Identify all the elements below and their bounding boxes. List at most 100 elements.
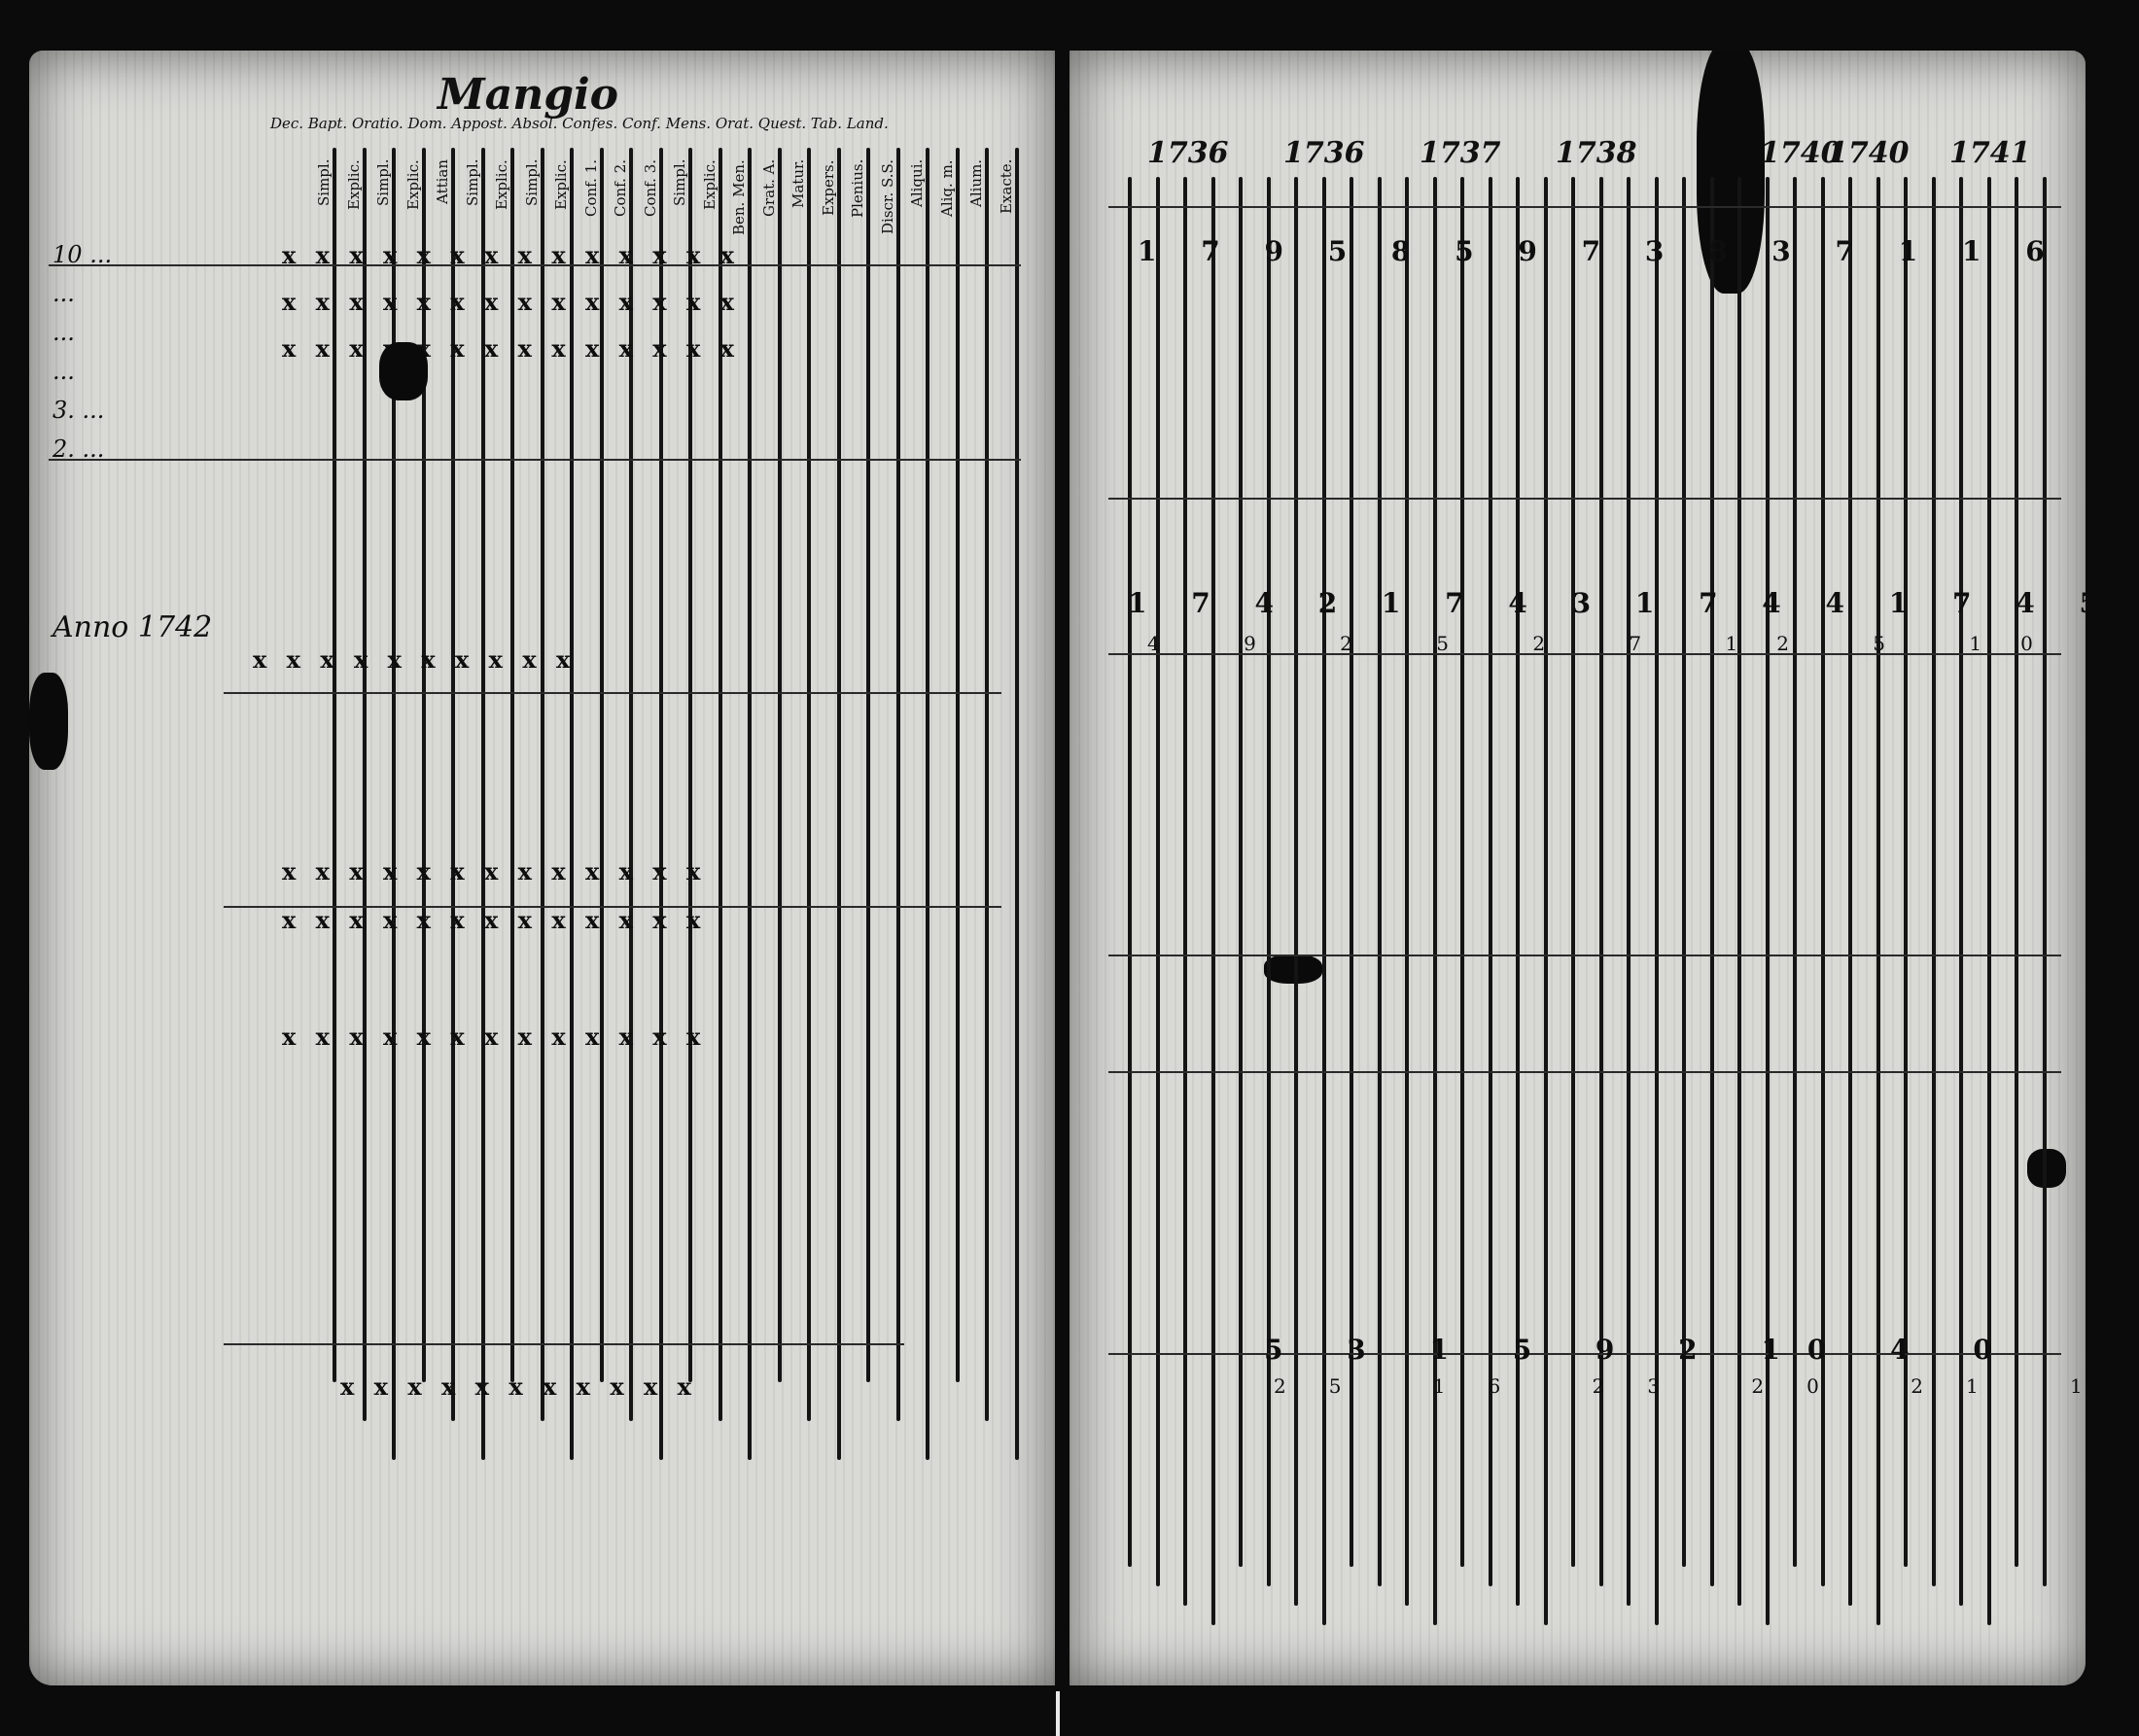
register-entry: 3. ... <box>53 397 105 424</box>
column-rule <box>1959 177 1963 1606</box>
column-rule <box>1709 177 1714 1586</box>
register-entry: 10 ... <box>53 241 113 268</box>
binding-thread <box>1056 1691 1060 1736</box>
column-rule <box>1014 148 1019 1460</box>
column-rule <box>599 148 604 1382</box>
column-rule <box>985 148 989 1421</box>
column-rule <box>895 148 900 1421</box>
row-rule <box>1108 206 2061 208</box>
ink-blot <box>1264 955 1322 984</box>
year-heading: 1737 <box>1420 136 1501 170</box>
check-marks-row: x x x x x x x x x x <box>253 645 577 674</box>
tally-row: 1 7 4 2 1 7 4 3 1 7 4 4 1 7 4 5 1 7 4 6 … <box>1128 587 2086 619</box>
page-title: Mangio <box>438 70 619 120</box>
column-rule <box>510 148 514 1382</box>
check-marks-row: x x x x x x x x x x x x x x <box>282 288 740 316</box>
column-rule <box>1516 177 1520 1606</box>
row-rule <box>49 264 1021 266</box>
column-rule <box>1183 177 1187 1606</box>
column-rule <box>1377 177 1382 1586</box>
tally-row: 5 3 1 5 9 2 10 4 0 <box>1264 1334 2019 1366</box>
year-heading: 1740 <box>1828 136 1910 170</box>
column-rule <box>658 148 663 1460</box>
check-marks-row: x x x x x x x x x x x x x <box>282 906 707 934</box>
row-rule <box>1108 1353 2061 1355</box>
column-rule <box>1543 177 1548 1625</box>
check-marks-row: x x x x x x x x x x x x x x <box>282 334 740 363</box>
year-heading: 1741 <box>1949 136 2031 170</box>
tally-sub-row: 25 16 23 20 21 11 16 <box>1274 1374 2086 1398</box>
register-entry: ... <box>53 280 75 307</box>
column-header: Matur. <box>789 159 807 209</box>
tally-sub-row: 4 9 2 5 2 7 12 5 10 2 <box>1147 632 2086 655</box>
column-rule <box>570 148 574 1460</box>
column-header: Grat. A. <box>759 159 778 218</box>
column-rule <box>451 148 455 1421</box>
year-heading: 1736 <box>1283 136 1365 170</box>
column-rule <box>1627 177 1631 1606</box>
column-rule <box>688 148 692 1382</box>
year-heading: 1736 <box>1147 136 1229 170</box>
column-rule <box>1876 177 1880 1625</box>
row-rule <box>49 459 1021 461</box>
column-rule <box>1986 177 1991 1625</box>
year-heading: 1738 <box>1556 136 1637 170</box>
column-rule <box>955 148 960 1382</box>
column-header: Plenius. <box>849 159 866 219</box>
column-rule <box>718 148 722 1421</box>
column-rule <box>1321 177 1326 1625</box>
column-header: Aliqui. <box>908 159 926 208</box>
year-heading: 1740 <box>1760 136 1841 170</box>
column-header: Expers. <box>819 159 837 216</box>
column-rule <box>333 148 336 1382</box>
column-rule <box>866 148 870 1382</box>
column-rule <box>1571 177 1575 1567</box>
column-rule <box>362 148 367 1421</box>
column-header: Alium. <box>967 159 985 208</box>
column-rule <box>1654 177 1659 1625</box>
column-header: Exacte. <box>997 159 1015 215</box>
column-rule <box>1350 177 1353 1567</box>
row-rule <box>224 692 1001 694</box>
check-marks-row: x x x x x x x x x x x x x <box>282 1023 707 1051</box>
register-entry: ... <box>53 319 75 346</box>
row-rule <box>1108 1071 2061 1073</box>
left-page: Mangio Dec. Bapt. Oratio. Dom. Appost. A… <box>29 51 1055 1685</box>
column-rule <box>777 148 782 1382</box>
register-entry: 2. ... <box>53 435 105 463</box>
column-rule <box>1488 177 1492 1586</box>
column-header-rule: Dec. Bapt. Oratio. Dom. Appost. Absol. C… <box>270 115 889 132</box>
column-rule <box>1294 177 1298 1606</box>
column-rule <box>807 148 811 1421</box>
column-header: Aliq. m. <box>937 159 956 217</box>
row-rule <box>1108 653 2061 655</box>
check-marks-row: x x x x x x x x x x x x x <box>282 857 707 885</box>
column-rule <box>1128 177 1132 1567</box>
column-rule <box>1266 177 1271 1586</box>
tally-row: 1 7 9 5 8 5 9 7 3 8 3 7 1 1 6 7 <box>1138 235 2086 267</box>
column-rule <box>540 148 544 1421</box>
column-rule <box>1765 177 1770 1625</box>
column-rule <box>421 148 426 1382</box>
row-rule <box>1108 955 2061 956</box>
column-rule <box>392 148 396 1460</box>
ink-blot <box>1697 51 1765 294</box>
column-rule <box>2042 177 2047 1586</box>
column-rule <box>926 148 929 1460</box>
column-rule <box>748 148 752 1460</box>
column-rule <box>1682 177 1686 1567</box>
column-rule <box>1598 177 1603 1586</box>
check-marks-row: x x x x x x x x x x x <box>340 1372 697 1401</box>
register-entry: ... <box>53 358 75 385</box>
column-rule <box>480 148 485 1460</box>
column-rule <box>1239 177 1243 1567</box>
column-rule <box>629 148 633 1421</box>
column-rule <box>836 148 841 1460</box>
right-page: 1736 1736 1737 1738 1740 1740 1741 1 7 9… <box>1070 51 2086 1685</box>
column-header: Discr. S.S. <box>878 159 896 234</box>
column-rule <box>1737 177 1741 1606</box>
column-rule <box>1848 177 1852 1606</box>
binding-hole <box>2027 1149 2066 1188</box>
column-rule <box>1793 177 1797 1567</box>
column-rule <box>1460 177 1464 1567</box>
